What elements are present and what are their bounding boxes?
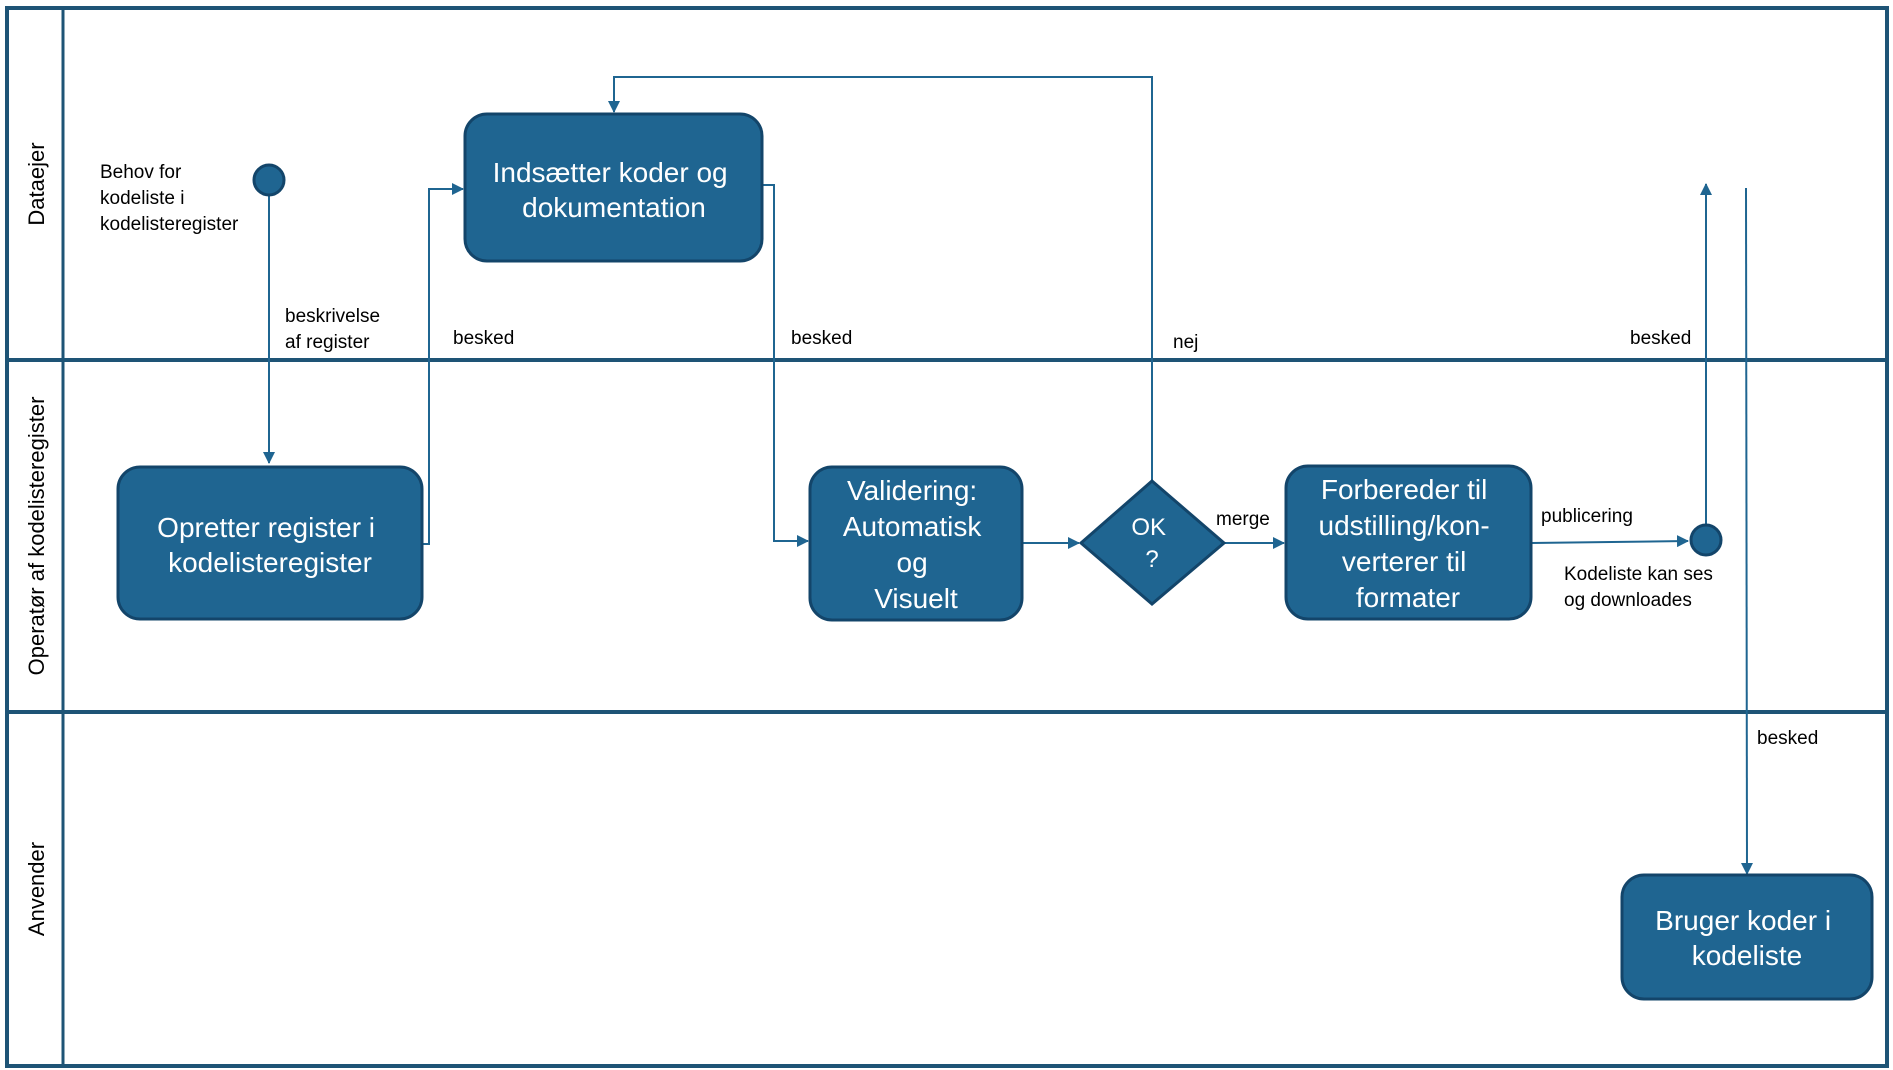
svg-text:Forbereder til udstillin: Forbereder til udstilling/kon- verterer …	[1319, 474, 1498, 613]
edge-label-merge: merge	[1216, 509, 1270, 530]
lane-label-dataejer: Dataejer	[24, 142, 49, 225]
edge-label-description: beskrivelse af register	[285, 306, 385, 353]
end-event-label: Kodeliste kan ses og downloades	[1564, 564, 1718, 611]
flow-create-to-insert	[422, 183, 464, 545]
edge-label-message-create: besked	[453, 328, 514, 349]
lane-label-operator: Operatør af kodelisteregister	[24, 397, 49, 676]
task-prepare-formats: Forbereder til udstilling/kon- verterer …	[1284, 464, 1533, 621]
svg-text:Indsætter koder og dokum: Indsætter koder og dokumentation	[493, 157, 736, 223]
edge-label-message-insert: besked	[791, 328, 852, 349]
task-create-register: Opretter register i kodelisteregister	[116, 465, 424, 621]
svg-text:Opretter register i kode: Opretter register i kodelisteregister	[157, 512, 383, 578]
svg-text:Bruger koder i kodeliste: Bruger koder i kodeliste	[1655, 905, 1839, 971]
svg-text:OK ?: OK ?	[1131, 514, 1172, 573]
lane-label-anvender: Anvender	[24, 842, 49, 936]
decision-ok: OK ?	[1078, 479, 1227, 606]
task-insert-codes: Indsætter koder og dokumentation	[463, 112, 764, 263]
flow-decision-no-loop	[608, 76, 1153, 481]
edge-label-no: nej	[1173, 332, 1198, 353]
start-event-label: Behov for kodeliste i kodelisteregister	[100, 162, 239, 235]
edge-label-publish: publicering	[1541, 506, 1633, 527]
edge-label-message-user: besked	[1757, 728, 1818, 749]
end-event	[1689, 523, 1723, 557]
task-use-codes: Bruger koder i kodeliste	[1620, 873, 1874, 1001]
task-validation: Validering: Automatisk og Visuelt	[808, 465, 1024, 622]
swimlane-frame	[5, 6, 1889, 1068]
start-event	[252, 163, 286, 197]
svg-text:Validering: Automatisk: Validering: Automatisk og Visuelt	[843, 475, 989, 614]
flow-insert-to-validate	[762, 184, 809, 547]
edge-label-message-owner: besked	[1630, 328, 1691, 349]
flow-prepare-to-end	[1530, 535, 1689, 548]
flow-message-to-use	[1740, 187, 1753, 875]
